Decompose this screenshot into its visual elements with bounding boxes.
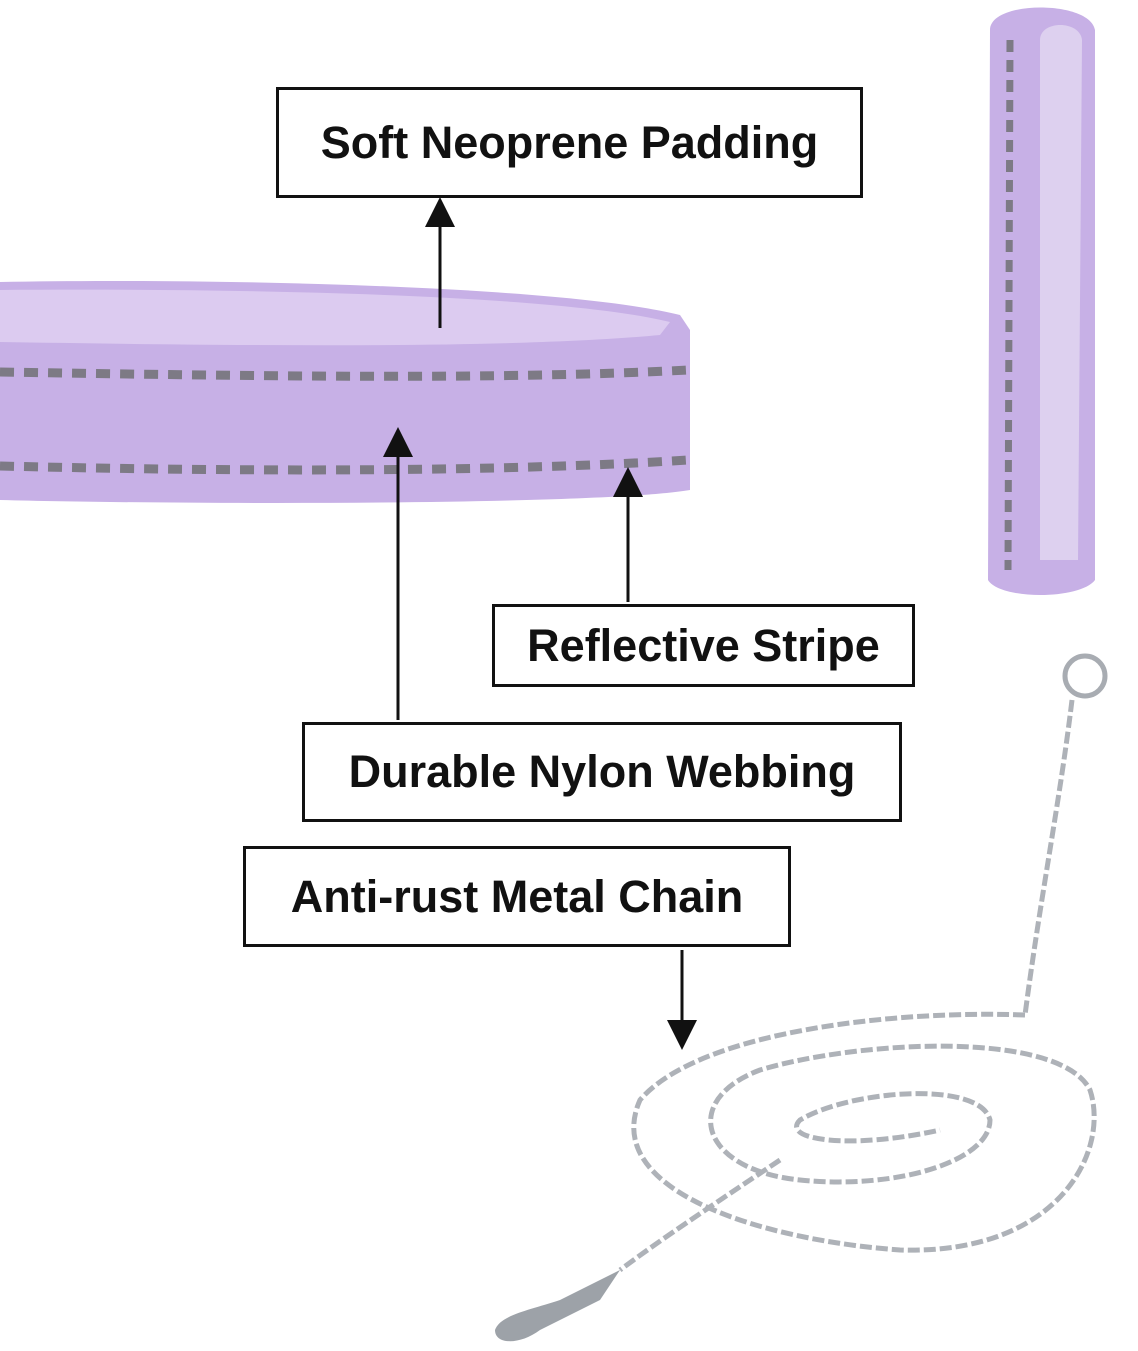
- reflective-stripe-top: [0, 365, 689, 381]
- reflective-stripe-bottom: [0, 455, 689, 475]
- metal-chain-image: [618, 699, 1097, 1273]
- label-anti-rust-metal-chain: Anti-rust Metal Chain: [243, 846, 791, 947]
- leash-handle-image: [988, 7, 1108, 699]
- label-durable-nylon-webbing: Durable Nylon Webbing: [302, 722, 902, 822]
- label-soft-neoprene-padding: Soft Neoprene Padding: [276, 87, 863, 198]
- collar-image: [0, 280, 690, 503]
- padding-inner: [0, 289, 670, 346]
- snap-hook-image: [495, 1270, 620, 1342]
- label-reflective-stripe: Reflective Stripe: [492, 604, 915, 687]
